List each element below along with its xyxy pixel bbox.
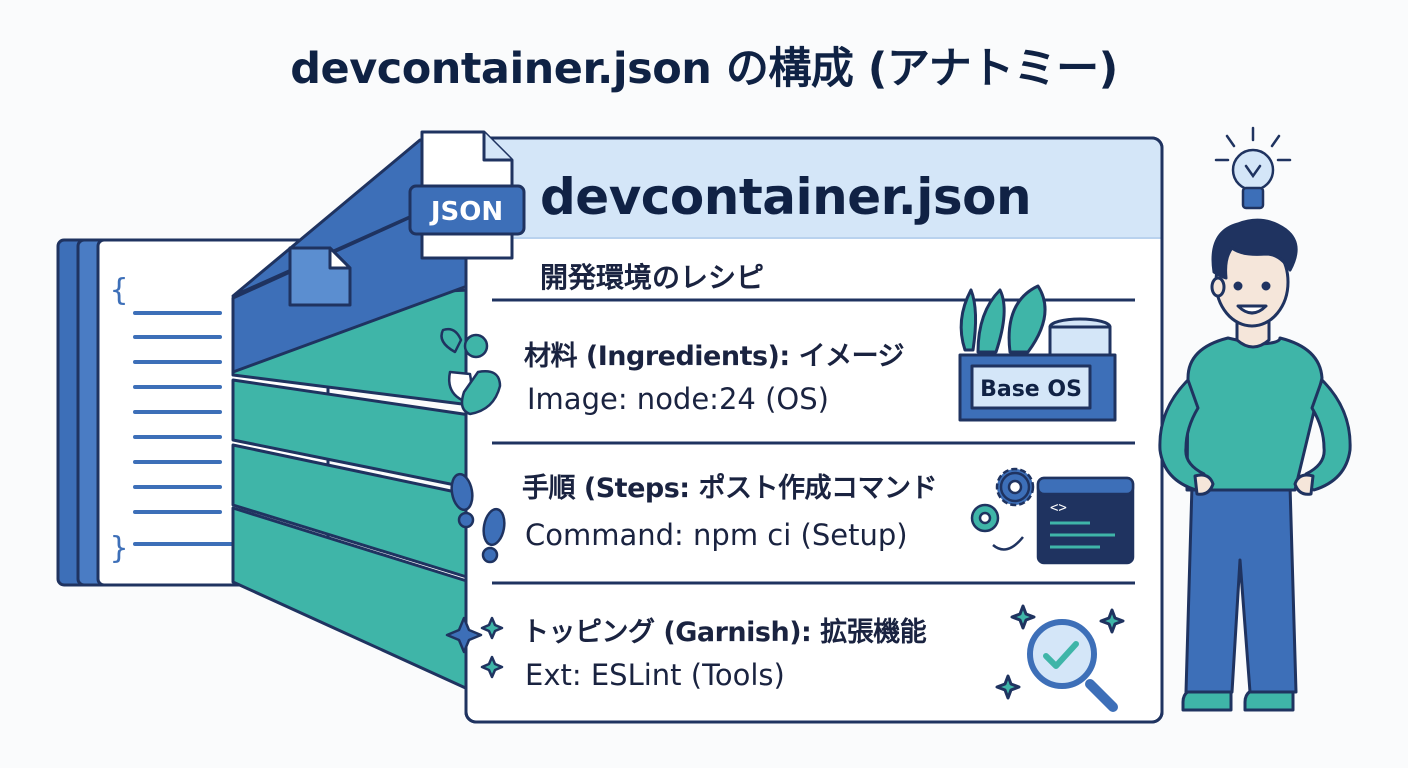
terminal-code-glyph: <> bbox=[1050, 500, 1067, 516]
base-os-label: Base OS bbox=[980, 377, 1082, 402]
json-badge-label: JSON bbox=[429, 197, 503, 227]
section-garnish-heading: トッピング (Garnish): 拡張機能 bbox=[522, 617, 927, 648]
section-garnish-detail: Ext: ESLint (Tools) bbox=[525, 658, 785, 692]
card-title: devcontainer.json bbox=[540, 168, 1032, 226]
section-ingredients-heading: 材料 (Ingredients): イメージ bbox=[524, 341, 905, 372]
person-illustration bbox=[1158, 218, 1352, 712]
code-close-brace: } bbox=[110, 531, 128, 566]
section-steps-heading: 手順 (Steps: ポスト作成コマンド bbox=[522, 473, 938, 504]
code-lines bbox=[133, 311, 252, 546]
lightbulb-icon bbox=[1214, 126, 1292, 210]
base-os-crate-icon: Base OS bbox=[958, 284, 1117, 422]
footprints-icon bbox=[450, 472, 506, 564]
json-file-icon: JSON bbox=[408, 130, 526, 260]
sparkles-icon bbox=[445, 616, 504, 679]
code-open-brace: { bbox=[110, 273, 128, 308]
section-steps-detail: Command: npm ci (Setup) bbox=[525, 518, 908, 552]
recipe-card bbox=[464, 136, 1164, 724]
vegetables-icon bbox=[440, 327, 502, 416]
setup-gears-terminal-icon: <> bbox=[970, 467, 1135, 565]
page-title: devcontainer.json の構成 (アナトミー) bbox=[290, 44, 1118, 94]
card-subtitle: 開発環境のレシピ bbox=[540, 261, 765, 294]
section-ingredients-detail: Image: node:24 (OS) bbox=[527, 382, 829, 416]
magnifier-check-icon bbox=[995, 604, 1125, 712]
